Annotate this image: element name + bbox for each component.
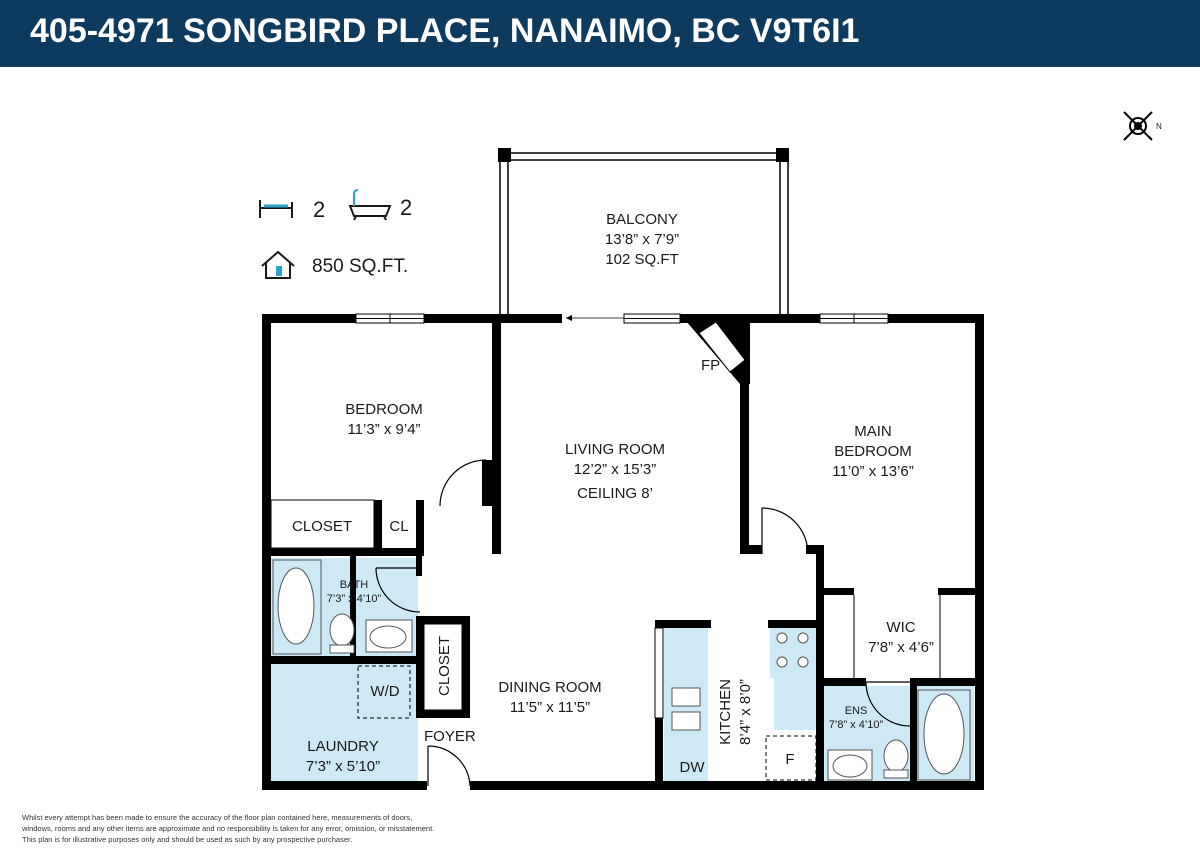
- room-dims: 7’3” x 4’10”: [326, 593, 382, 605]
- ensuite-label: ENS 7’8” x 4’10”: [816, 704, 896, 732]
- fireplace-label: FP: [701, 357, 721, 374]
- room-name: ENS: [844, 705, 868, 717]
- room-dims: 11’5” x 11’5”: [509, 699, 591, 716]
- disclaimer-line: windows, rooms and any other items are a…: [22, 824, 435, 833]
- dishwasher-label: DW: [679, 759, 705, 776]
- room-area: 102 SQ.FT: [605, 251, 679, 268]
- disclaimer-line: This plan is for illustrative purposes o…: [22, 835, 353, 844]
- wic-label: WIC 7’8” x 4’6”: [856, 618, 946, 658]
- compass-label: N: [1156, 122, 1162, 131]
- house-icon: [261, 250, 295, 279]
- closet-label: CLOSET: [291, 518, 352, 535]
- cl-label: CL: [389, 518, 409, 535]
- laundry-floor: [271, 664, 418, 784]
- room-name: LIVING ROOM: [564, 441, 665, 458]
- total-area: 850 SQ.FT.: [312, 256, 409, 277]
- room-name: MAIN: [854, 423, 892, 440]
- room-dims: 7’8” x 4’6”: [868, 639, 934, 656]
- room-dims: 13’8” x 7’9”: [604, 231, 680, 248]
- main-bedroom-label: MAIN BEDROOM 11’0” x 13’6”: [808, 422, 938, 482]
- bed-icon: [259, 200, 293, 218]
- room-name: BEDROOM: [345, 401, 423, 418]
- room-name: WIC: [886, 619, 916, 636]
- balcony-label: BALCONY 13’8” x 7’9” 102 SQ.FT: [582, 210, 702, 270]
- room-name: BATH: [339, 579, 369, 591]
- room-name: BALCONY: [606, 211, 678, 228]
- room-dims: 11’3” x 9’4”: [347, 421, 421, 438]
- room-name: KITCHEN: [717, 679, 734, 745]
- bedroom-count: 2: [313, 197, 326, 222]
- header-bar: 405-4971 SONGBIRD PLACE, NANAIMO, BC V9T…: [0, 0, 1200, 67]
- windows: [355, 313, 889, 719]
- washer-dryer-label: W/D: [370, 683, 400, 700]
- room-name: LAUNDRY: [307, 738, 379, 755]
- hall-closet-label: CLOSET: [436, 636, 453, 697]
- fixtures: [272, 559, 971, 781]
- sink-counter: [774, 678, 816, 730]
- room-dims: 7’3” x 5’10”: [305, 758, 381, 775]
- disclaimer: Whilst every attempt has been made to en…: [22, 812, 434, 845]
- dining-room-label: DINING ROOM 11’5” x 11’5”: [490, 678, 610, 718]
- room-dims: 12’2” x 15’3”: [573, 461, 657, 478]
- door-swings: [375, 459, 911, 787]
- walls: [262, 314, 984, 790]
- room-name: DINING ROOM: [498, 679, 602, 696]
- fridge-label: F: [785, 751, 795, 768]
- bathtub-icon: [348, 189, 392, 221]
- living-room-label: LIVING ROOM 12’2” x 15’3” CEILING 8’: [545, 440, 685, 504]
- balcony-railing: [499, 152, 789, 318]
- kitchen-label: KITCHEN 8’4” x 8’0”: [716, 662, 756, 762]
- laundry-label: LAUNDRY 7’3” x 5’10”: [288, 737, 398, 777]
- room-dims: 8’4” x 8’0”: [737, 679, 754, 745]
- bathroom-count: 2: [400, 195, 413, 220]
- foyer-label: FOYER: [424, 728, 476, 745]
- disclaimer-line: Whilst every attempt has been made to en…: [22, 813, 413, 822]
- stove: [770, 626, 816, 678]
- bedroom-label: BEDROOM 11’3” x 9’4”: [324, 400, 444, 440]
- ceiling-height: CEILING 8’: [577, 485, 653, 502]
- room-name-line2: BEDROOM: [834, 443, 912, 460]
- property-address: 405-4971 SONGBIRD PLACE, NANAIMO, BC V9T…: [30, 12, 860, 50]
- compass-icon: [1123, 111, 1153, 141]
- room-dims: 11’0” x 13’6”: [832, 463, 914, 480]
- bath-label: BATH 7’3” x 4’10”: [314, 578, 394, 606]
- room-dims: 7’8” x 4’10”: [828, 719, 884, 731]
